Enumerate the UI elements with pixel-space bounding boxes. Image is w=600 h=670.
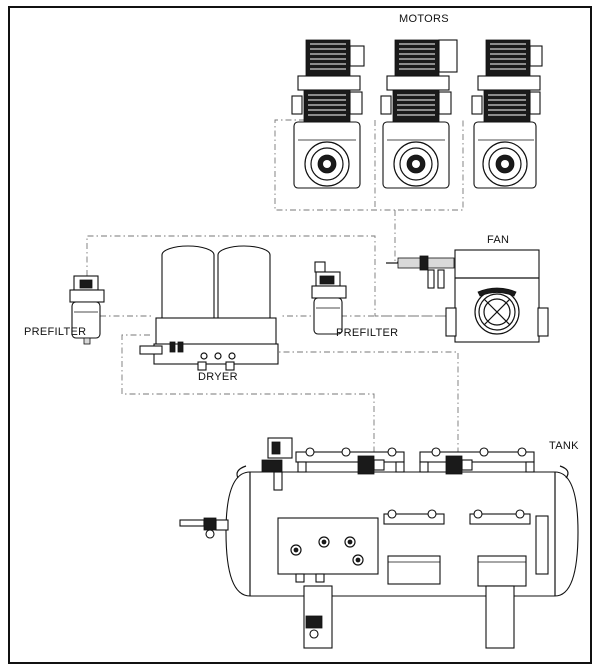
motor-unit-3 — [471, 39, 543, 189]
prefilter-left — [69, 275, 105, 345]
fan-label: FAN — [487, 234, 510, 246]
tank-assembly — [179, 437, 579, 649]
fan-unit — [386, 249, 549, 343]
prefilter-right-label: PREFILTER — [336, 327, 399, 339]
dryer-unit — [139, 245, 279, 371]
tank-label: TANK — [549, 440, 579, 452]
motor-unit-2 — [380, 39, 458, 189]
motors-label: MOTORS — [399, 13, 449, 25]
prefilter-right — [311, 261, 347, 335]
dryer-label: DRYER — [198, 371, 238, 383]
motor-unit-1 — [291, 39, 365, 189]
prefilter-left-label: PREFILTER — [24, 326, 87, 338]
